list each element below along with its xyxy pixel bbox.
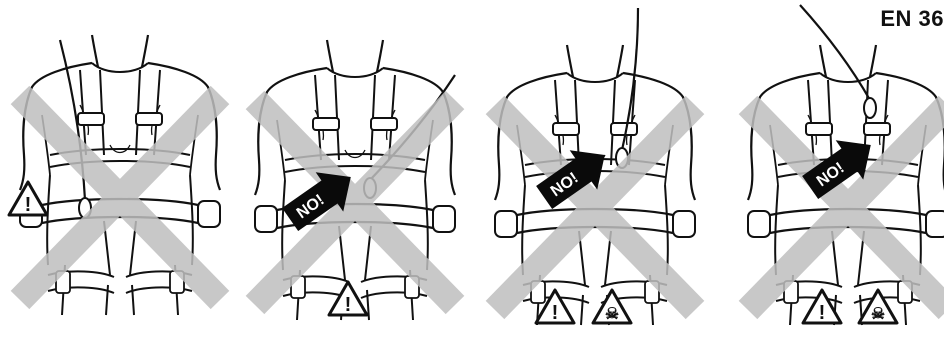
harness-panel: NO!!☠ <box>748 5 944 325</box>
harness-panel: NO!!☠ <box>495 8 695 325</box>
skull-crossbones-icon: ☠ <box>859 290 897 323</box>
harness-panel: NO!! <box>255 40 455 320</box>
prohibited-cross-icon <box>20 95 220 300</box>
svg-text:!: ! <box>345 294 352 316</box>
svg-text:!: ! <box>25 194 32 216</box>
rope <box>800 5 870 100</box>
skull-crossbones-icon: ☠ <box>593 290 631 323</box>
prohibited-cross-icon <box>495 105 695 310</box>
carabiner-icon <box>864 98 876 118</box>
svg-text:☠: ☠ <box>871 306 885 323</box>
warning-triangle-icon: ! <box>9 182 47 216</box>
svg-text:!: ! <box>819 302 826 324</box>
harness-panel: ! <box>9 35 220 315</box>
svg-text:☠: ☠ <box>605 306 619 323</box>
prohibited-cross-icon <box>255 100 455 305</box>
standard-label: EN 36 <box>880 6 944 32</box>
svg-text:!: ! <box>552 302 559 324</box>
warning-triangle-icon: ! <box>329 282 367 316</box>
